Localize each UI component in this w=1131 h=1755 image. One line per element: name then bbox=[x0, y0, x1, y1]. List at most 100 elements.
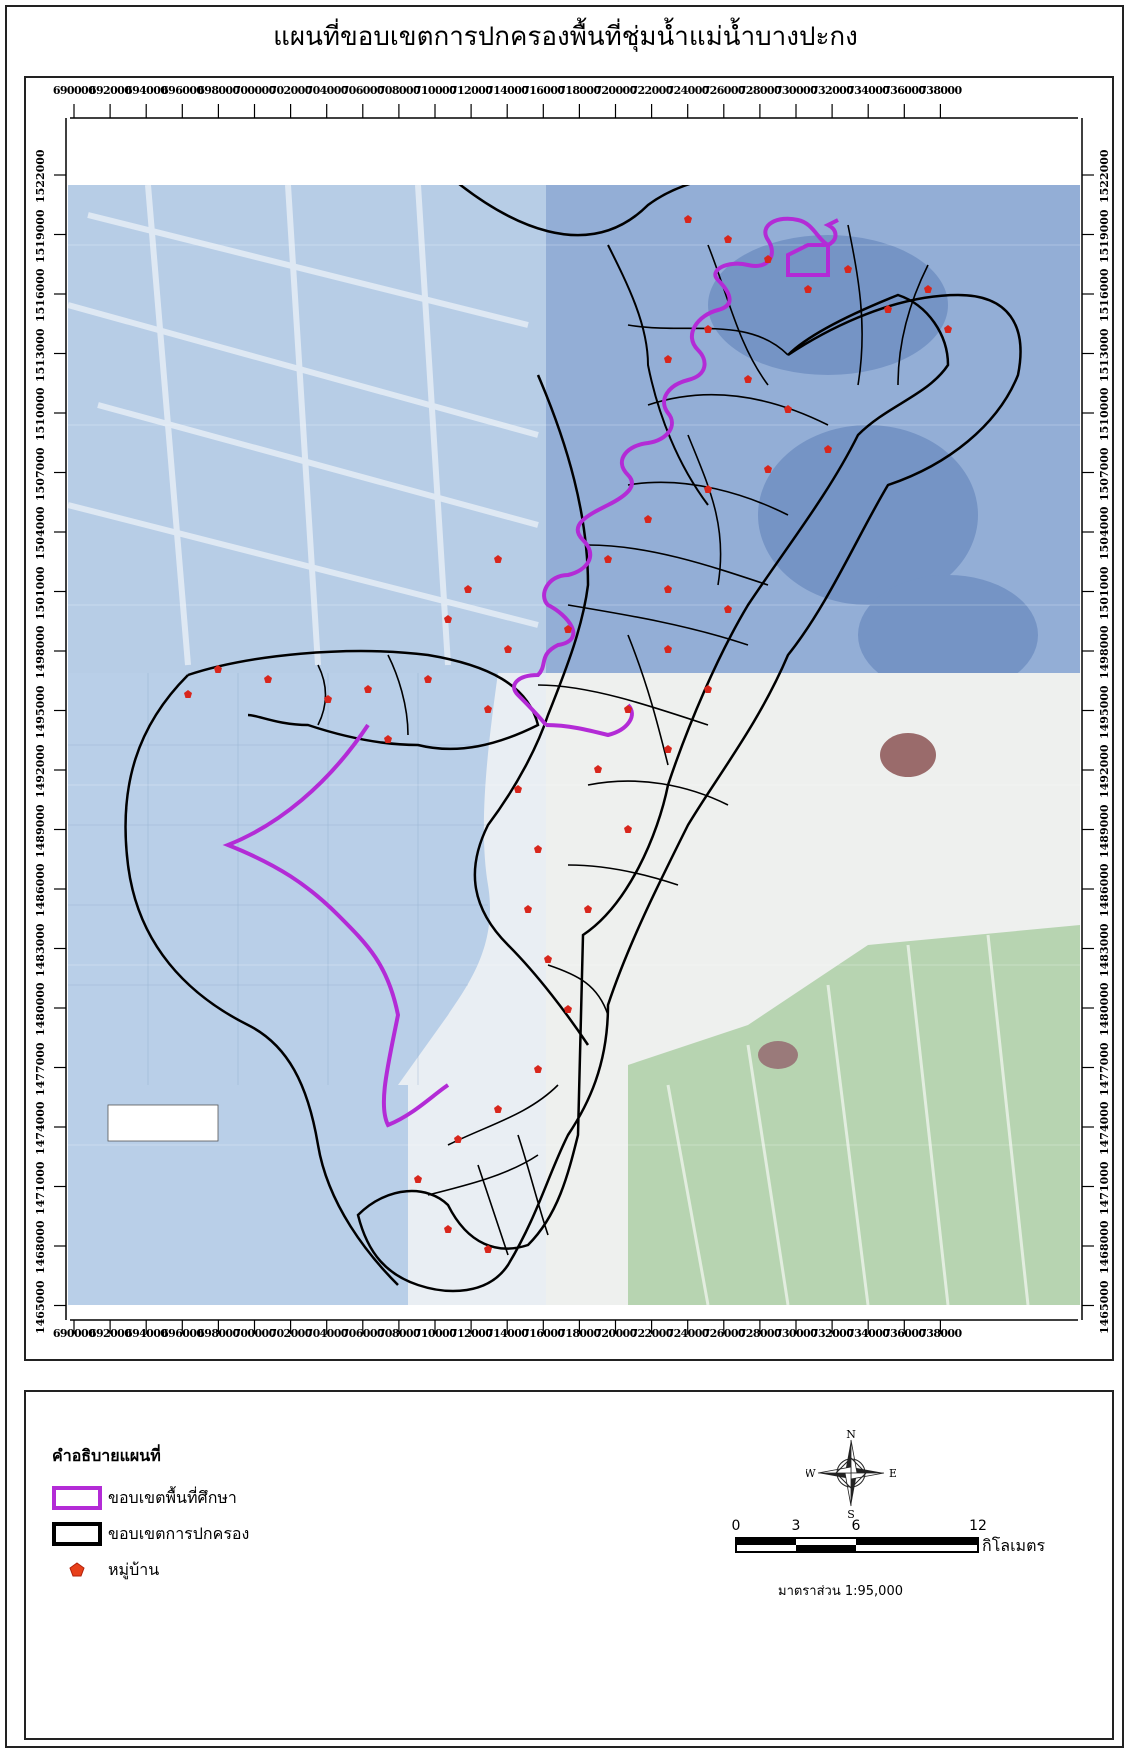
village-marker bbox=[624, 825, 632, 833]
village-marker bbox=[844, 265, 852, 273]
village-marker bbox=[534, 845, 542, 853]
scale-bar: 0 3 6 12 กิโลเมตร bbox=[732, 1518, 1046, 1555]
page-frame bbox=[5, 5, 1124, 1748]
scale-unit: กิโลเมตร bbox=[982, 1536, 1045, 1555]
village-marker bbox=[764, 465, 772, 473]
village-marker bbox=[704, 325, 712, 333]
village-marker bbox=[644, 515, 652, 523]
scale-label-12: 12 bbox=[969, 1518, 987, 1534]
map-frame bbox=[24, 76, 1114, 1361]
village-marker bbox=[764, 255, 772, 263]
village-marker bbox=[744, 375, 752, 383]
study-boundary-coast bbox=[222, 723, 450, 1128]
admin-boundary-north-inner bbox=[607, 244, 709, 506]
village-marker bbox=[414, 1175, 422, 1183]
village-marker bbox=[664, 645, 672, 653]
legend-frame bbox=[24, 1390, 1114, 1740]
village-marker bbox=[444, 615, 452, 623]
village-marker bbox=[464, 585, 472, 593]
map-area[interactable] bbox=[68, 185, 1080, 1305]
village-marker bbox=[184, 690, 192, 698]
village-marker bbox=[594, 765, 602, 773]
sea-gulf bbox=[68, 673, 498, 1085]
legend-item-village: หมู่บ้าน bbox=[52, 1556, 159, 1584]
scale-label-0: 0 bbox=[732, 1518, 741, 1534]
village-pentagon-icon bbox=[69, 1562, 85, 1577]
scale-label-6: 6 bbox=[852, 1518, 861, 1534]
village-marker bbox=[364, 685, 372, 693]
village-marker bbox=[664, 585, 672, 593]
legend-title: คำอธิบายแผนที่ bbox=[52, 1446, 161, 1465]
village-marker bbox=[944, 325, 952, 333]
study-boundary-river bbox=[512, 216, 839, 727]
study-boundary-mouth bbox=[545, 703, 634, 738]
map-title: แผนที่ขอบเขตการปกครองพื้นที่ชุ่มน้ำแม่น้… bbox=[273, 22, 858, 52]
legend-item-admin-boundary: ขอบเขตการปกครอง bbox=[52, 1520, 249, 1548]
village-marker bbox=[524, 905, 532, 913]
town-southeast bbox=[758, 1041, 798, 1069]
village-marker bbox=[924, 285, 932, 293]
village-marker bbox=[534, 1065, 542, 1073]
village-marker bbox=[724, 235, 732, 243]
basemap-forest bbox=[628, 925, 1080, 1305]
admin-boundary-east bbox=[356, 293, 1022, 1293]
north-label: N bbox=[846, 1428, 856, 1441]
legend-swatch-study-boundary bbox=[52, 1486, 102, 1510]
village-marker bbox=[564, 1005, 572, 1013]
admin-boundary-river-west bbox=[473, 374, 590, 1046]
legend-swatch-village bbox=[52, 1558, 102, 1582]
admin-boundary-sea-outer bbox=[124, 674, 399, 1286]
village-marker bbox=[324, 695, 332, 703]
village-marker bbox=[704, 485, 712, 493]
basemap-northwest bbox=[68, 185, 546, 673]
village-marker bbox=[884, 305, 892, 313]
village-marker bbox=[544, 955, 552, 963]
village-marker bbox=[264, 675, 272, 683]
village-marker bbox=[824, 445, 832, 453]
basemap-inset-legend bbox=[107, 1104, 219, 1142]
village-marker bbox=[454, 1135, 462, 1143]
village-marker bbox=[504, 645, 512, 653]
village-marker bbox=[704, 685, 712, 693]
east-label: E bbox=[889, 1467, 896, 1480]
west-label: W bbox=[806, 1467, 816, 1480]
village-marker bbox=[484, 1245, 492, 1253]
scale-label-3: 3 bbox=[792, 1518, 801, 1534]
legend-label-admin-boundary: ขอบเขตการปกครอง bbox=[108, 1523, 250, 1543]
village-marker bbox=[804, 285, 812, 293]
village-marker bbox=[584, 905, 592, 913]
town-east bbox=[880, 733, 936, 777]
legend-swatch-admin-boundary bbox=[52, 1522, 102, 1546]
village-marker bbox=[514, 785, 522, 793]
north-arrow-icon: N S E W bbox=[806, 1428, 896, 1518]
village-marker bbox=[664, 355, 672, 363]
scale-ratio-text: มาตราส่วน 1:95,000 bbox=[778, 1584, 903, 1599]
village-marker bbox=[604, 555, 612, 563]
village-marker bbox=[724, 605, 732, 613]
village-marker bbox=[494, 1105, 502, 1113]
scale-segment bbox=[796, 1545, 856, 1552]
scale-segment bbox=[856, 1538, 978, 1545]
villages bbox=[184, 215, 952, 1253]
village-marker bbox=[784, 405, 792, 413]
map-grid bbox=[68, 244, 1080, 1146]
study-boundary-north-box bbox=[786, 243, 830, 277]
legend-label-village: หมู่บ้าน bbox=[108, 1559, 160, 1579]
village-marker bbox=[444, 1225, 452, 1233]
village-marker bbox=[384, 735, 392, 743]
village-marker bbox=[624, 705, 632, 713]
admin-boundary-north bbox=[458, 185, 691, 237]
legend-item-study-boundary: ขอบเขตพื้นที่ศึกษา bbox=[52, 1484, 237, 1512]
village-marker bbox=[494, 555, 502, 563]
south-label: S bbox=[847, 1508, 855, 1518]
admin-boundary-coast-north bbox=[187, 649, 540, 751]
village-marker bbox=[214, 665, 222, 673]
village-marker bbox=[484, 705, 492, 713]
village-marker bbox=[564, 625, 572, 633]
village-marker bbox=[684, 215, 692, 223]
village-marker bbox=[664, 745, 672, 753]
village-marker bbox=[424, 675, 432, 683]
legend-label-study-boundary: ขอบเขตพื้นที่ศึกษา bbox=[108, 1487, 237, 1507]
admin-subdivisions bbox=[317, 224, 929, 1256]
scale-segment bbox=[736, 1538, 796, 1545]
